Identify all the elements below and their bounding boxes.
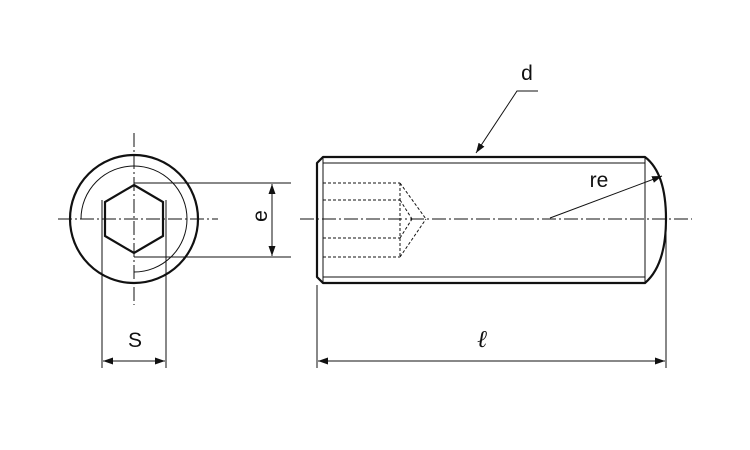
re-label: re	[590, 169, 609, 192]
hex-socket	[103, 183, 165, 255]
s-label: S	[128, 329, 142, 352]
end-view-outer-circle	[68, 153, 200, 285]
screw-body-outline	[315, 155, 668, 285]
end-view-thread-arc	[80, 165, 188, 273]
end-view	[58, 133, 291, 368]
d-label: d	[521, 62, 533, 85]
l-label: ℓ	[477, 327, 487, 353]
e-label: e	[249, 210, 272, 222]
re-leader-line	[549, 175, 663, 219]
d-leader-line	[475, 90, 538, 154]
side-view	[300, 155, 692, 285]
hidden-hex-socket	[323, 182, 427, 258]
